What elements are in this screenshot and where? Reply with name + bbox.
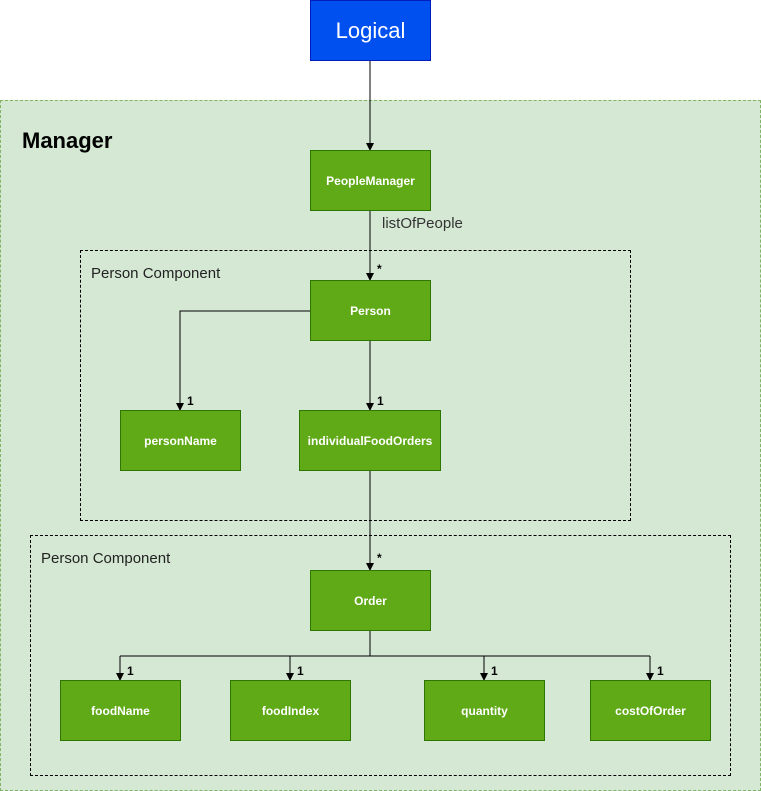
food-name-node: foodName (60, 680, 181, 741)
order-component-label: Person Component (41, 550, 171, 567)
person-component-box (80, 250, 631, 521)
person-name-multiplicity: 1 (187, 394, 194, 408)
cost-of-order-node: costOfOrder (590, 680, 711, 741)
order-multiplicity: * (377, 551, 382, 565)
person-component-label: Person Component (91, 265, 221, 282)
food-index-node: foodIndex (230, 680, 351, 741)
person-name-node: personName (120, 410, 241, 471)
individual-food-orders-node: individualFoodOrders (299, 410, 441, 471)
edge-person-to-personname (176, 310, 310, 411)
order-node: Order (310, 570, 431, 631)
person-multiplicity: * (377, 262, 382, 276)
food-index-multiplicity: 1 (297, 664, 304, 678)
individual-food-orders-multiplicity: 1 (377, 394, 384, 408)
list-of-people-label: listOfPeople (382, 215, 463, 232)
logical-node: Logical (310, 0, 431, 61)
cost-of-order-multiplicity: 1 (657, 664, 664, 678)
quantity-node: quantity (424, 680, 545, 741)
quantity-multiplicity: 1 (491, 664, 498, 678)
people-manager-node: PeopleManager (310, 150, 431, 211)
order-component-box (30, 535, 731, 776)
manager-label: Manager (22, 128, 113, 153)
person-node: Person (310, 280, 431, 341)
food-name-multiplicity: 1 (127, 664, 134, 678)
